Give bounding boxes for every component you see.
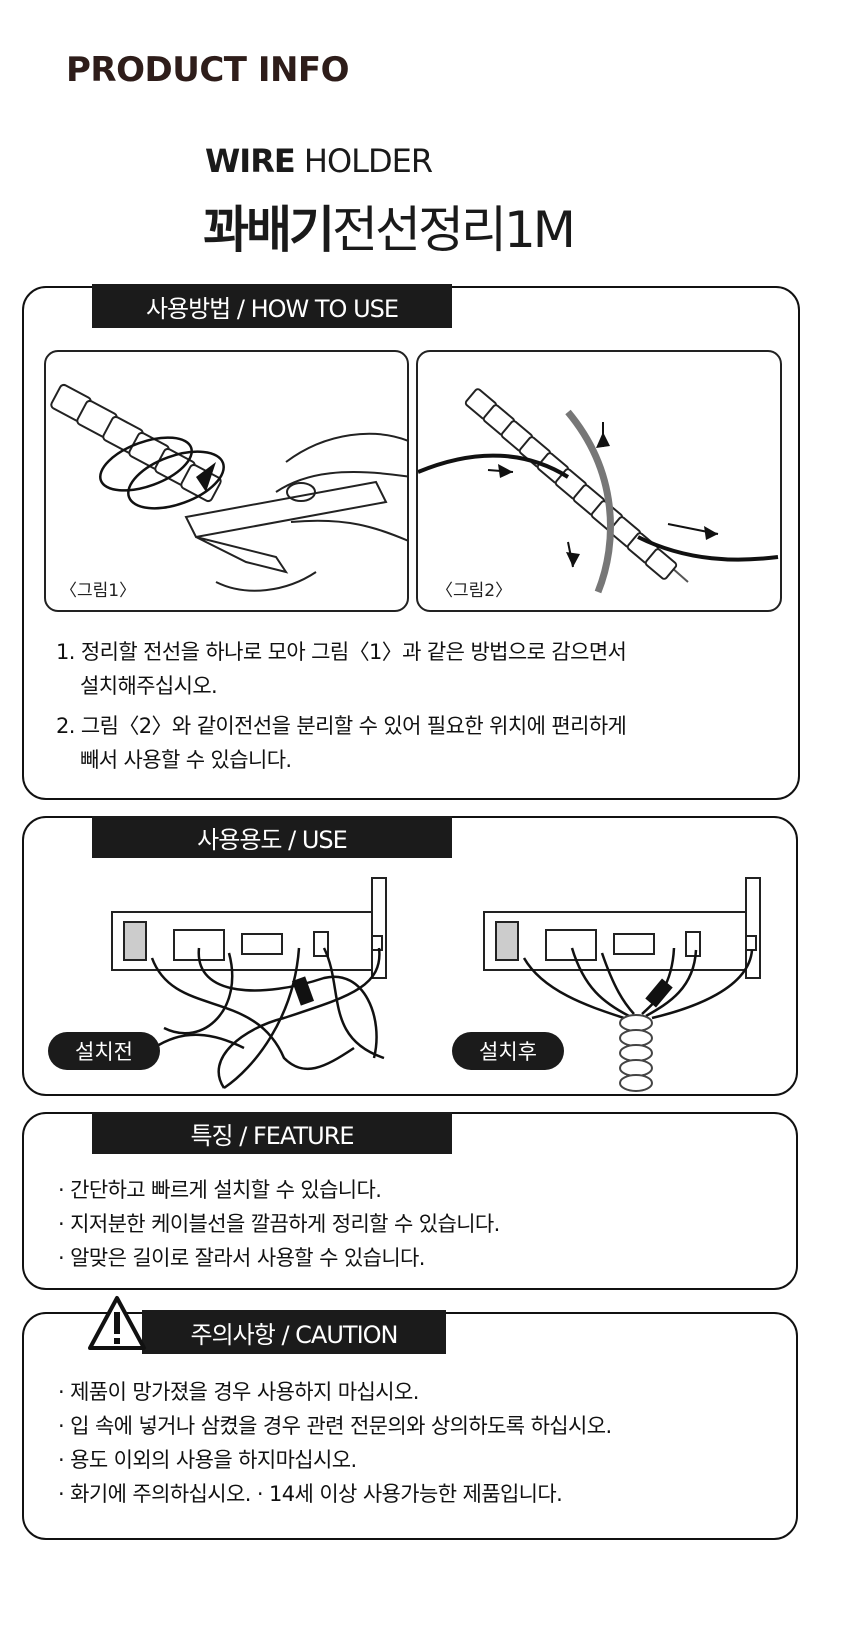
step-2-line-2: 빼서 사용할 수 있습니다. [80,748,292,772]
feature-item: · 알맞은 길이로 잘라서 사용할 수 있습니다. [58,1246,425,1270]
use-section: 설치전 설치후 [22,816,798,1096]
split-cable-illustration [418,388,779,594]
figure-2-caption: 〈그림2〉 [436,581,513,601]
use-label: 사용용도 / USE [92,816,452,858]
caution-item: · 입 속에 넣거나 삼켰을 경우 관련 전문의와 상의하도록 하십시오. [58,1414,612,1438]
how-to-use-label: 사용방법 / HOW TO USE [92,284,452,328]
product-name-en-bold: WIRE [205,142,296,180]
feature-item: · 지저분한 케이블선을 깔끔하게 정리할 수 있습니다. [58,1212,500,1236]
use-illustration [111,877,761,1092]
feature-item: · 간단하고 빠르게 설치할 수 있습니다. [58,1178,382,1202]
caution-item: · 화기에 주의하십시오. · 14세 이상 사용가능한 제품입니다. [58,1482,563,1506]
figure-1-panel: 〈그림1〉 [44,350,409,612]
step-1-line-1: 1. 정리할 전선을 하나로 모아 그림〈1〉과 같은 방법으로 감으면서 [56,640,627,664]
product-name-ko-bold: 꽈배기 [203,201,335,259]
caution-section: · 제품이 망가졌을 경우 사용하지 마십시오. · 입 속에 넣거나 삼켰을 … [22,1312,798,1540]
step-2-line-1: 2. 그림〈2〉와 같이전선을 분리할 수 있어 필요한 위치에 편리하게 [56,714,627,738]
caution-label: 주의사항 / CAUTION [142,1310,446,1354]
product-name-en-rest: HOLDER [303,142,433,180]
how-to-use-section: 〈그림1〉 [22,286,800,800]
feature-label: 특징 / FEATURE [92,1112,452,1154]
before-install-badge: 설치전 [48,1032,160,1070]
product-name-en: WIRE HOLDER [205,142,433,180]
step-1-line-2: 설치해주십시오. [80,674,218,698]
product-name-ko-rest: 전선정리1M [332,201,576,259]
warning-icon [88,1296,146,1350]
twist-wrap-illustration [50,383,407,592]
figure-1-caption: 〈그림1〉 [60,581,137,601]
caution-item: · 제품이 망가졌을 경우 사용하지 마십시오. [58,1380,419,1404]
after-install-badge: 설치후 [452,1032,564,1070]
caution-item: · 용도 이외의 사용을 하지마십시오. [58,1448,357,1472]
figure-2-panel: 〈그림2〉 [416,350,782,612]
product-name-ko: 꽈배기전선정리1M [203,190,576,262]
page-title: PRODUCT INFO [66,50,350,90]
